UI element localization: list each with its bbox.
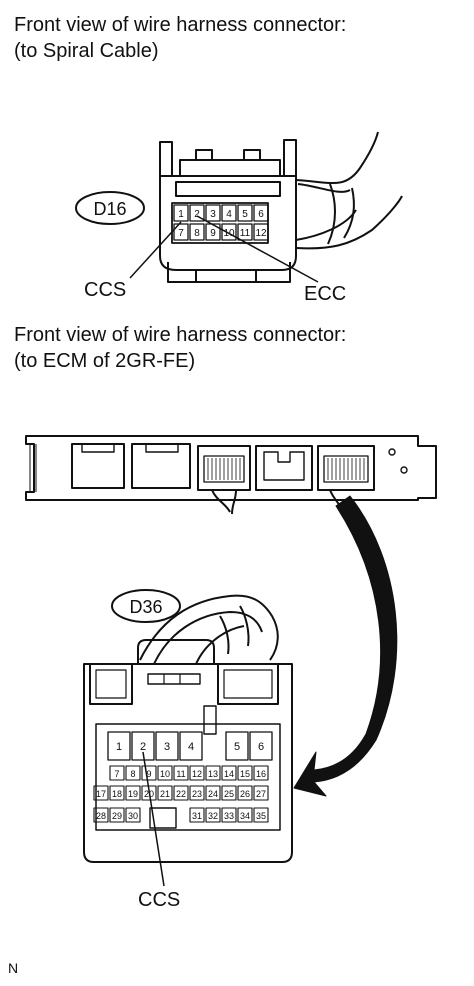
d36-pin-label: 8 — [130, 769, 135, 779]
d36-code-ellipse — [111, 589, 181, 623]
figure-code: N — [8, 960, 19, 976]
ccs-leader-line — [129, 221, 182, 279]
d36-ccs-callout: CCS — [138, 889, 180, 911]
d36-pin-label: 27 — [256, 789, 266, 799]
d36-pin — [109, 765, 269, 781]
d36-pin-label: 26 — [240, 789, 250, 799]
d36-pin-label: 15 — [240, 769, 250, 779]
heading-spiral-line1: Front view of wire harness connector: — [14, 14, 347, 36]
d36-ccs-leader-line — [142, 751, 165, 887]
d36-pin-label: 10 — [160, 769, 170, 779]
heading-ecm-line1: Front view of wire harness connector: — [14, 324, 347, 346]
view-direction-arrow — [293, 495, 398, 797]
d16-pin — [173, 204, 269, 241]
d36-pin-label: 30 — [128, 811, 138, 821]
d36-pin-label: 6 — [258, 741, 264, 753]
d36-pin-label: 4 — [188, 741, 194, 753]
d36-pin-label: 33 — [224, 811, 234, 821]
d16-pin-label: 3 — [210, 209, 216, 220]
d16-pin-label: 12 — [255, 228, 267, 239]
d36-pin-label: 24 — [208, 789, 218, 799]
d36-pin-label: 9 — [146, 769, 151, 779]
d36-pin-label: 29 — [112, 811, 122, 821]
connector-d36 — [83, 594, 293, 863]
d36-pin-label: 11 — [176, 769, 185, 779]
d16-pin-label: 6 — [258, 209, 264, 220]
ccs-callout: CCS — [84, 279, 126, 301]
ecc-leader-line — [196, 215, 319, 283]
d36-pin-label: 21 — [160, 789, 170, 799]
d16-pin-label: 7 — [178, 228, 184, 239]
d36-pin-label: 3 — [164, 741, 170, 753]
d16-pin-label: 8 — [194, 228, 200, 239]
ecc-callout: ECC — [304, 283, 346, 305]
d16-code-ellipse — [75, 191, 145, 225]
d36-pin — [107, 731, 273, 761]
d36-pin-label: 34 — [240, 811, 250, 821]
d36-pin-label: 28 — [96, 811, 106, 821]
heading-ecm-line2: (to ECM of 2GR-FE) — [14, 350, 196, 372]
heading-spiral-line2: (to Spiral Cable) — [14, 40, 159, 62]
d36-pin-label: 35 — [256, 811, 266, 821]
connector-d16 — [159, 131, 403, 283]
d36-pin-label: 13 — [208, 769, 218, 779]
d36-pin-label: 1 — [116, 741, 122, 753]
d36-code: D36 — [129, 597, 162, 617]
d36-pin — [93, 785, 269, 801]
d36-pin-label: 23 — [192, 789, 202, 799]
d36-pin-label: 32 — [208, 811, 218, 821]
d16-pin-label: 4 — [226, 209, 232, 220]
d36-pin-label: 2 — [140, 741, 146, 753]
d36-pin-label: 19 — [128, 789, 138, 799]
d36-pin-label: 14 — [224, 769, 234, 779]
d16-pin-label: 9 — [210, 228, 216, 239]
d36-pin-label: 18 — [112, 789, 122, 799]
d36-pin-label: 31 — [192, 811, 202, 821]
ecm-unit — [25, 435, 437, 515]
d36-pin — [93, 807, 269, 823]
d36-pin-label: 7 — [114, 769, 119, 779]
d36-pin-label: 12 — [192, 769, 202, 779]
d36-pin-label: 25 — [224, 789, 234, 799]
d16-pin-label: 1 — [178, 209, 184, 220]
d36-pin-label: 22 — [176, 789, 186, 799]
d36-pin-label: 5 — [234, 741, 240, 753]
d36-pin-label: 17 — [96, 789, 106, 799]
d16-pin-label: 2 — [194, 209, 200, 220]
d16-code: D16 — [93, 199, 126, 219]
d36-pin-label: 16 — [256, 769, 266, 779]
d16-pin-label: 5 — [242, 209, 248, 220]
d16-pin-label: 11 — [240, 228, 251, 239]
